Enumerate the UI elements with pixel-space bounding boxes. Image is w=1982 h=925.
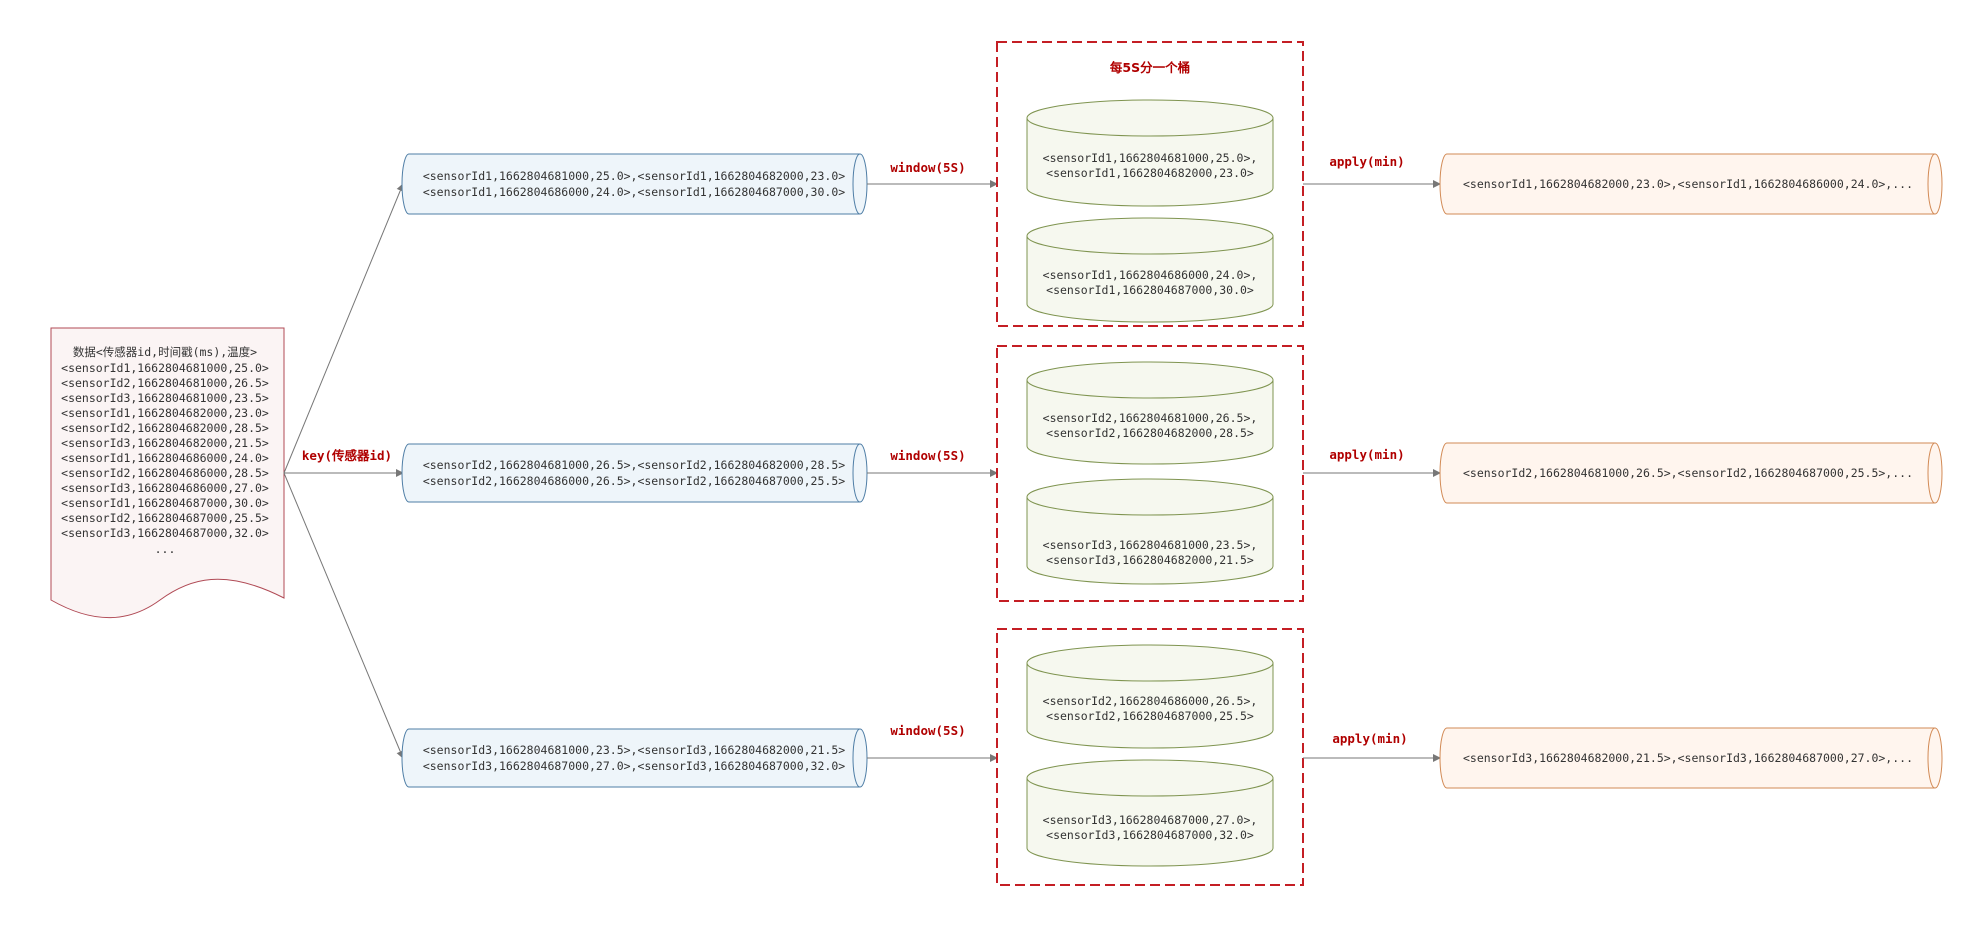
result-text: <sensorId2,1662804681000,26.5>,<sensorId…	[1463, 466, 1913, 480]
bucket-shape	[1026, 497, 1274, 585]
bucket-shape	[1026, 778, 1274, 867]
result-stream: <sensorId1,1662804682000,23.0>,<sensorId…	[1439, 153, 1943, 215]
result-end-arc	[1927, 153, 1936, 215]
result-text: <sensorId3,1662804682000,21.5>,<sensorId…	[1463, 751, 1913, 765]
bucket: <sensorId1,1662804686000,24.0>, <sensorI…	[1026, 217, 1274, 323]
source-line: <sensorId3,1662804682000,21.5>	[61, 436, 269, 450]
bucket-top	[1026, 644, 1274, 682]
bucket-shape	[1026, 118, 1274, 207]
bucket: <sensorId1,1662804681000,25.0>, <sensorI…	[1026, 99, 1274, 207]
keyed-stream-shape	[401, 728, 868, 788]
bucket: <sensorId2,1662804686000,26.5>, <sensorI…	[1026, 644, 1274, 749]
bucket-shape	[1026, 663, 1274, 749]
key-label: key(传感器id)	[302, 448, 392, 463]
stream-end-arc	[852, 728, 861, 788]
stream-line: <sensorId2,1662804686000,26.5>,<sensorId…	[423, 474, 845, 488]
keyby-arrow	[283, 183, 405, 474]
window-label: window(5S)	[890, 160, 965, 175]
bucket-line: <sensorId1,1662804682000,23.0>	[1046, 166, 1254, 180]
keyed-stream: <sensorId2,1662804681000,26.5>,<sensorId…	[401, 443, 868, 503]
stream-line: <sensorId1,1662804681000,25.0>,<sensorId…	[423, 169, 845, 183]
keyby-arrow	[283, 472, 404, 759]
bucket-line: <sensorId3,1662804687000,27.0>,	[1043, 813, 1258, 827]
result-stream: <sensorId2,1662804681000,26.5>,<sensorId…	[1439, 442, 1943, 504]
source-line: <sensorId3,1662804681000,23.5>	[61, 391, 269, 405]
bucket-line: <sensorId3,1662804681000,23.5>,	[1043, 538, 1258, 552]
result-text: <sensorId1,1662804682000,23.0>,<sensorId…	[1463, 177, 1913, 191]
bucket: <sensorId3,1662804681000,23.5>, <sensorI…	[1026, 478, 1274, 585]
source-line: <sensorId3,1662804686000,27.0>	[61, 481, 269, 495]
bucket-line: <sensorId3,1662804687000,32.0>	[1046, 828, 1254, 842]
apply-label: apply(min)	[1329, 447, 1404, 462]
keyby-arrows	[283, 183, 405, 759]
source-line: <sensorId2,1662804686000,28.5>	[61, 466, 269, 480]
stream-end-arc	[852, 443, 861, 503]
source-line: <sensorId2,1662804687000,25.5>	[61, 511, 269, 525]
result-end-arc	[1927, 727, 1936, 789]
window-title: 每5S分一个桶	[1110, 60, 1190, 75]
group-sensor1: <sensorId1,1662804681000,25.0>,<sensorId…	[401, 41, 1943, 327]
source-line: <sensorId1,1662804682000,23.0>	[61, 406, 269, 420]
bucket-line: <sensorId2,1662804682000,28.5>	[1046, 426, 1254, 440]
group-sensor2: <sensorId2,1662804681000,26.5>,<sensorId…	[401, 345, 1943, 602]
source-line: <sensorId1,1662804681000,25.0>	[61, 361, 269, 375]
keyed-stream: <sensorId1,1662804681000,25.0>,<sensorId…	[401, 153, 868, 215]
bucket-line: <sensorId2,1662804687000,25.5>	[1046, 709, 1254, 723]
source-ellipsis: ...	[155, 542, 176, 556]
apply-label: apply(min)	[1329, 154, 1404, 169]
bucket-top	[1026, 759, 1274, 797]
bucket-line: <sensorId2,1662804681000,26.5>,	[1043, 411, 1258, 425]
window-box	[996, 41, 1304, 327]
keyed-stream: <sensorId3,1662804681000,23.5>,<sensorId…	[401, 728, 868, 788]
keyed-stream-shape	[401, 153, 868, 215]
bucket-line: <sensorId3,1662804682000,21.5>	[1046, 553, 1254, 567]
window-box	[996, 345, 1304, 602]
stream-end-arc	[852, 153, 861, 215]
window-box	[996, 628, 1304, 886]
bucket-top	[1026, 478, 1274, 516]
bucket-line: <sensorId1,1662804686000,24.0>,	[1043, 268, 1258, 282]
bucket-line: <sensorId1,1662804681000,25.0>,	[1043, 151, 1258, 165]
source-header: 数据<传感器id,时间戳(ms),温度>	[73, 345, 257, 359]
bucket-top	[1026, 99, 1274, 137]
keyed-stream-shape	[401, 443, 868, 503]
bucket-shape	[1026, 236, 1274, 323]
apply-label: apply(min)	[1332, 731, 1407, 746]
source-document-shape	[50, 327, 285, 619]
stream-line: <sensorId2,1662804681000,26.5>,<sensorId…	[423, 458, 845, 472]
source-line: <sensorId1,1662804686000,24.0>	[61, 451, 269, 465]
window-label: window(5S)	[890, 448, 965, 463]
source-data-document: 数据<传感器id,时间戳(ms),温度> <sensorId1,16628046…	[50, 327, 285, 619]
bucket: <sensorId2,1662804681000,26.5>, <sensorI…	[1026, 361, 1274, 465]
source-line: <sensorId3,1662804687000,32.0>	[61, 526, 269, 540]
bucket-top	[1026, 361, 1274, 399]
bucket-shape	[1026, 380, 1274, 465]
source-line: <sensorId1,1662804687000,30.0>	[61, 496, 269, 510]
result-end-arc	[1927, 442, 1936, 504]
group-sensor3: <sensorId3,1662804681000,23.5>,<sensorId…	[401, 628, 1943, 886]
source-line: <sensorId2,1662804681000,26.5>	[61, 376, 269, 390]
bucket-top	[1026, 217, 1274, 255]
window-label: window(5S)	[890, 723, 965, 738]
stream-line: <sensorId3,1662804681000,23.5>,<sensorId…	[423, 743, 845, 757]
source-line: <sensorId2,1662804682000,28.5>	[61, 421, 269, 435]
stream-line: <sensorId3,1662804687000,27.0>,<sensorId…	[423, 759, 845, 773]
result-stream: <sensorId3,1662804682000,21.5>,<sensorId…	[1439, 727, 1943, 789]
bucket-line: <sensorId1,1662804687000,30.0>	[1046, 283, 1254, 297]
bucket-line: <sensorId2,1662804686000,26.5>,	[1043, 694, 1258, 708]
bucket: <sensorId3,1662804687000,27.0>, <sensorI…	[1026, 759, 1274, 867]
stream-line: <sensorId1,1662804686000,24.0>,<sensorId…	[423, 185, 845, 199]
